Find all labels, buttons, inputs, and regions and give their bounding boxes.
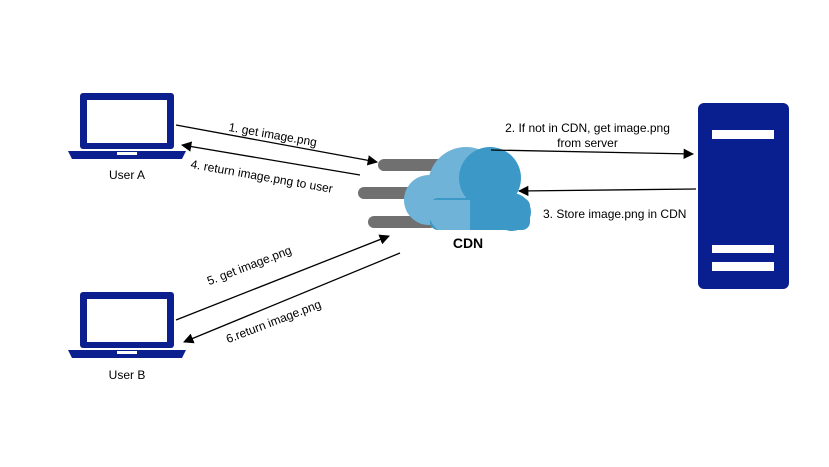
edge-3-arrow [517, 185, 697, 197]
user-a-laptop-icon [68, 93, 186, 159]
edge-2-label-line1: 2. If not in CDN, get image.png [505, 121, 670, 135]
edge-6-arrow [183, 252, 401, 344]
user-a-label: User A [108, 168, 145, 182]
edge-2-arrow [490, 148, 695, 160]
cdn-label: CDN [452, 235, 484, 251]
edge-2-label-line2: from server [557, 136, 618, 150]
edge-arrows [175, 124, 697, 344]
user-b-label: User B [108, 368, 146, 382]
edge-5-arrow [175, 234, 390, 321]
server-icon [698, 103, 789, 289]
cdn-cloud-icon [404, 147, 531, 231]
user-b-laptop-icon [68, 292, 186, 358]
edge-3-label: 3. Store image.png in CDN [543, 207, 687, 221]
edge-4-arrow [180, 141, 361, 176]
edge-1-arrow [175, 124, 379, 166]
